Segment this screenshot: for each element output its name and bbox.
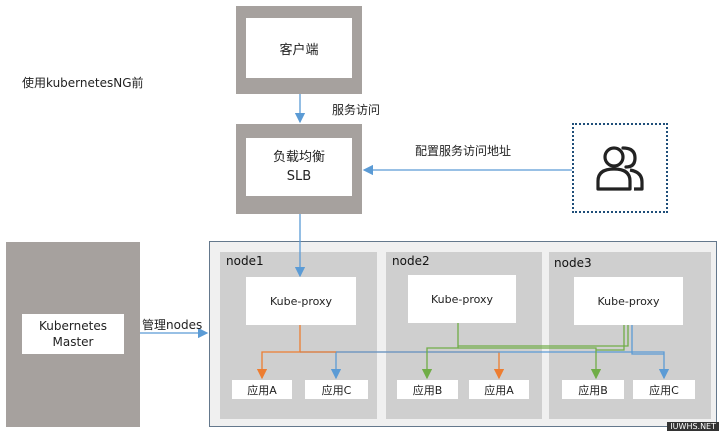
node-2-title: node2 bbox=[392, 254, 430, 268]
node-3-title: node3 bbox=[554, 256, 592, 270]
edge-proxy3-appC bbox=[631, 325, 664, 355]
edge-proxy3-node2 bbox=[458, 325, 629, 347]
slb-label: 负载均衡 SLB bbox=[246, 138, 352, 196]
master-line2: Master bbox=[52, 335, 94, 349]
client-box: 客户端 bbox=[236, 6, 362, 94]
master-label: Kubernetes Master bbox=[22, 314, 124, 354]
node-1-kube-proxy: Kube-proxy bbox=[246, 277, 356, 325]
user-box bbox=[572, 123, 668, 213]
watermark: IUWHS.NET bbox=[667, 422, 719, 431]
slb-line2: SLB bbox=[286, 169, 312, 184]
node-2-app-1: 应用B bbox=[397, 380, 458, 399]
edge-proxy1-appC bbox=[300, 351, 342, 380]
slb-box: 负载均衡 SLB bbox=[236, 124, 362, 214]
node-3-app-2: 应用C bbox=[633, 380, 695, 399]
node-2-kube-proxy: Kube-proxy bbox=[408, 275, 516, 323]
page-heading: 使用kubernetesNG前 bbox=[22, 76, 144, 90]
master-box: Kubernetes Master bbox=[6, 242, 140, 427]
edge-label-manage: 管理nodes bbox=[142, 318, 203, 332]
node-1-app-1: 应用A bbox=[232, 380, 292, 399]
users-icon bbox=[596, 146, 644, 191]
master-line1: Kubernetes bbox=[39, 319, 107, 333]
edge-proxy1-node2 bbox=[300, 351, 505, 380]
slb-line1: 负载均衡 bbox=[272, 150, 325, 165]
edge-proxy2-appB bbox=[421, 323, 459, 380]
edge-proxy2-node3 bbox=[458, 347, 602, 380]
node-3-kube-proxy: Kube-proxy bbox=[574, 277, 683, 325]
edge-proxy1-node3 bbox=[336, 351, 670, 380]
node-1-app-2: 应用C bbox=[305, 380, 368, 399]
cluster-container bbox=[209, 241, 717, 427]
edge-label-config: 配置服务访问地址 bbox=[415, 144, 512, 158]
client-label: 客户端 bbox=[246, 18, 352, 78]
edge-proxy1-appA bbox=[256, 325, 301, 380]
node-1-title: node1 bbox=[226, 254, 264, 268]
edge-proxy3-appB bbox=[596, 325, 625, 351]
edge-label-service-access: 服务访问 bbox=[332, 103, 381, 117]
node-3-app-1: 应用B bbox=[562, 380, 624, 399]
node-2-app-2: 应用A bbox=[469, 380, 529, 399]
